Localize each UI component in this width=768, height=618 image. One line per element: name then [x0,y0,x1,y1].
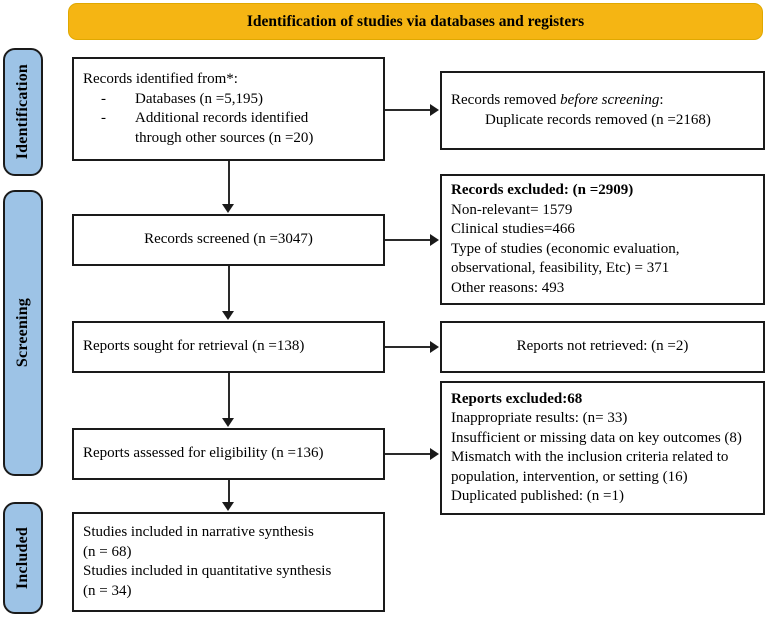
connector-identified-to-screened [228,161,230,205]
records-removed-line-1-post: : [659,92,664,108]
box-records-removed: Records removed before screening: Duplic… [440,71,765,150]
reports-excluded-line-3: Insufficient or missing data on key outc… [451,429,742,446]
arrowhead-assessed-to-included [222,502,234,511]
arrowhead-identified-to-removed [430,104,439,116]
phase-tab-screening: Screening [3,190,43,476]
connector-assessed-to-included [228,480,230,503]
records-excluded-line-1: Records excluded: (n =2909) [451,182,634,198]
phase-tab-included-label: Included [14,526,31,590]
reports-not-retrieved-line-1: Reports not retrieved: (n =2) [516,338,689,355]
connector-screened-to-excluded [385,239,431,241]
reports-excluded-line-1: Reports excluded:68 [451,390,583,407]
box-reports-sought: Reports sought for retrieval (n =138) [72,321,385,373]
box-records-screened: Records screened (n =3047) [72,214,385,266]
records-excluded-line-3: Clinical studies=466 [451,221,575,237]
reports-sought-line-1: Reports sought for retrieval (n =138) [83,338,305,355]
studies-included-line-4: (n = 34) [83,582,132,599]
connector-screened-to-sought [228,266,230,312]
box-reports-excluded: Reports excluded:68 Inappropriate result… [440,381,765,515]
phase-tab-included: Included [3,502,43,614]
records-identified-bullet-1-text: Databases (n =5,195) [135,90,264,107]
header-banner: Identification of studies via databases … [68,3,763,40]
records-screened-line-1: Records screened (n =3047) [144,231,313,248]
arrowhead-identified-to-screened [222,204,234,213]
box-reports-not-retrieved: Reports not retrieved: (n =2) [440,321,765,373]
records-excluded-line-5: Other reasons: 493 [451,279,565,296]
connector-assessed-to-excluded [385,453,431,455]
connector-identified-to-removed [385,109,431,111]
phase-tab-identification-label: Identification [14,64,31,160]
box-reports-assessed: Reports assessed for eligibility (n =136… [72,428,385,480]
arrowhead-screened-to-sought [222,311,234,320]
records-identified-bullet-2-text: Additional records identified [135,110,309,126]
header-banner-title: Identification of studies via databases … [246,12,585,30]
records-identified-bullet-1: - Databases (n =5,195) [83,90,374,110]
records-removed-line-1-pre: Records removed [451,92,561,108]
studies-included-line-3: Studies included in quantitative synthes… [83,563,332,579]
arrowhead-assessed-to-excluded [430,448,439,460]
records-removed-emphasis: before screening [560,92,660,108]
connector-sought-to-assessed [228,373,230,419]
records-identified-line-1: Records identified from*: [83,71,238,87]
arrowhead-sought-to-not-retrieved [430,341,439,353]
records-removed-line-1: Records removed before screening: [451,91,754,111]
records-excluded-line-4: Type of studies (economic evaluation, ob… [451,240,684,277]
reports-assessed-line-1: Reports assessed for eligibility (n =136… [83,445,324,462]
records-identified-bullet-2: - Additional records identified [83,109,374,129]
phase-tab-identification: Identification [3,48,43,176]
records-removed-line-2: Duplicate records removed (n =2168) [485,111,711,128]
connector-sought-to-not-retrieved [385,346,431,348]
reports-excluded-line-5: Duplicated published: (n =1) [451,488,625,504]
studies-included-line-2: (n = 68) [83,543,132,560]
reports-excluded-line-2: Inappropriate results: (n= 33) [451,410,628,426]
bullet-dash: - [101,110,106,126]
arrowhead-sought-to-assessed [222,418,234,427]
studies-included-line-1: Studies included in narrative synthesis [83,524,314,540]
phase-tab-screening-label: Screening [14,298,31,368]
records-excluded-line-2: Non-relevant= 1579 [451,201,573,218]
records-identified-bullet-2-cont: through other sources (n =20) [135,129,314,146]
box-studies-included: Studies included in narrative synthesis … [72,512,385,612]
box-records-excluded: Records excluded: (n =2909) Non-relevant… [440,174,765,305]
bullet-dash: - [101,90,106,107]
arrowhead-screened-to-excluded [430,234,439,246]
box-records-identified: Records identified from*: - Databases (n … [72,57,385,161]
reports-excluded-line-4: Mismatch with the inclusion criteria rel… [451,449,733,485]
